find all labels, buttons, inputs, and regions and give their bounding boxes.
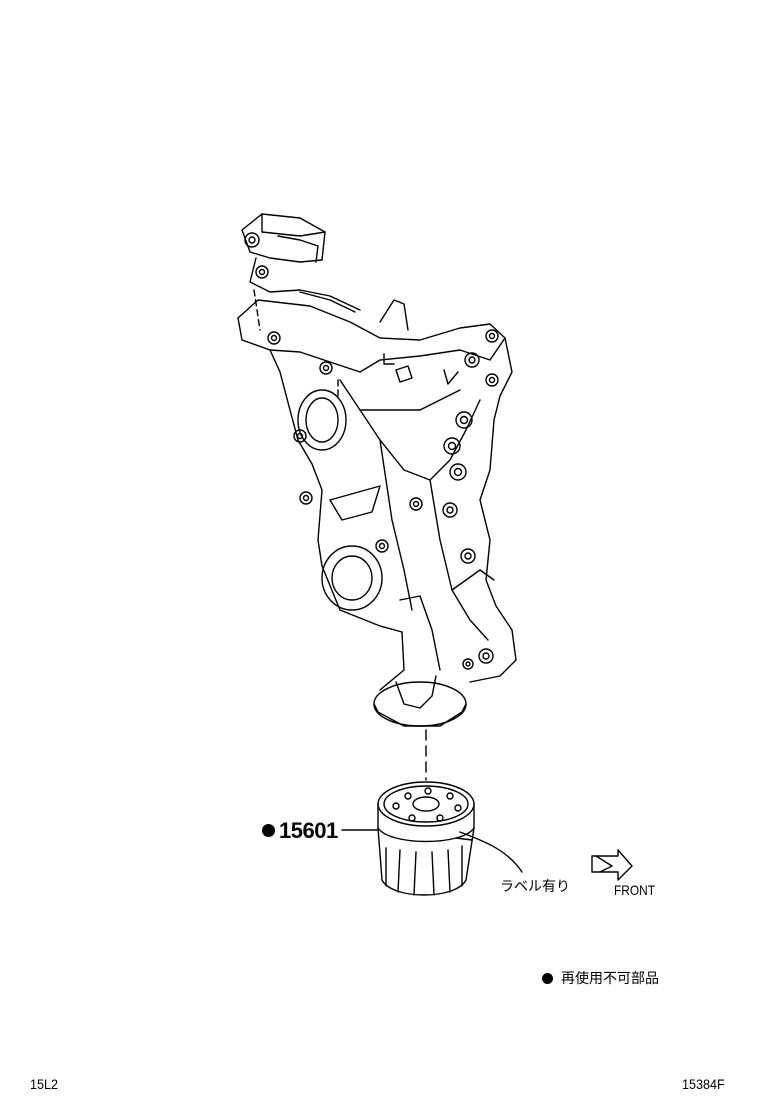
part-number-callout: 15601 (262, 818, 338, 844)
legend-marker (542, 973, 553, 984)
front-label: FRONT (614, 882, 655, 898)
legend: 再使用不可部品 (542, 968, 659, 988)
timing-cover-housing (237, 213, 517, 727)
footer-right-code: 15384F (682, 1076, 725, 1092)
front-arrow-icon (591, 849, 633, 881)
footer-left-code: 15L2 (30, 1076, 59, 1092)
label-note: ラベル有り (500, 879, 570, 895)
non-reusable-marker (262, 824, 275, 837)
oil-filter-drawing (341, 781, 523, 896)
legend-text: 再使用不可部品 (561, 971, 659, 987)
part-number: 15601 (279, 818, 338, 843)
